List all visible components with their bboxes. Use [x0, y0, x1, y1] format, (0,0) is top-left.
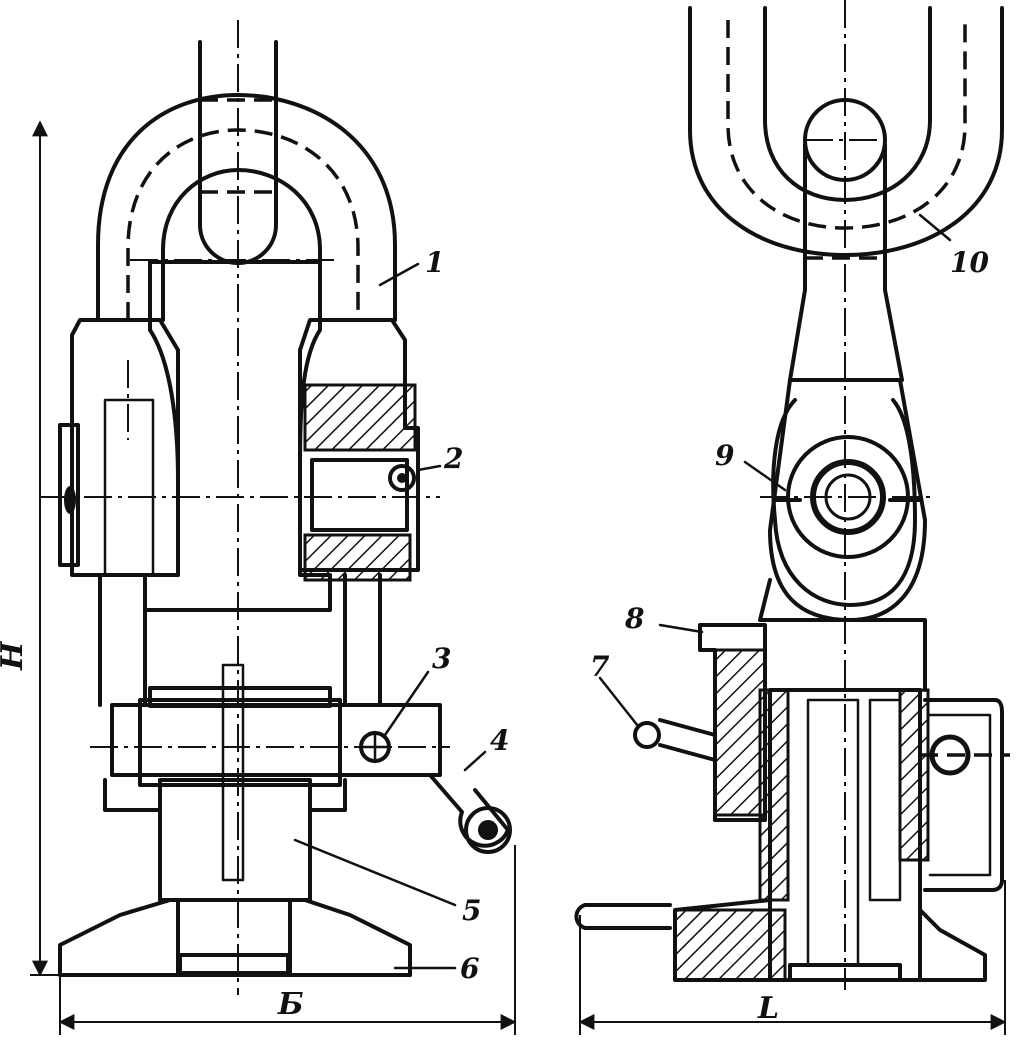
label-part-5: 5	[462, 894, 481, 927]
label-part-3: 3	[432, 642, 451, 675]
label-H: H	[0, 640, 30, 671]
label-B: Б	[277, 987, 304, 1022]
side-housing	[574, 578, 1010, 982]
label-part-6: 6	[460, 952, 479, 985]
height-dimension: H	[0, 120, 60, 977]
label-part-2: 2	[443, 442, 463, 475]
ring-part-9	[768, 378, 927, 622]
label-L: L	[757, 991, 779, 1026]
label-part-9: 9	[715, 439, 734, 472]
shackle-part-1	[96, 93, 397, 322]
label-part-7: 7	[590, 650, 610, 683]
side-view: L 10 9 8 7	[574, 0, 1010, 1035]
front-view: H Б 1 2 3 4 5 6	[0, 20, 517, 1035]
label-part-8: 8	[624, 602, 644, 635]
length-dimension: L	[578, 880, 1007, 1035]
label-part-10: 10	[950, 246, 989, 279]
main-body	[58, 260, 512, 977]
width-dimension: Б	[58, 845, 517, 1035]
label-part-1: 1	[425, 246, 444, 279]
label-part-4: 4	[490, 724, 509, 757]
